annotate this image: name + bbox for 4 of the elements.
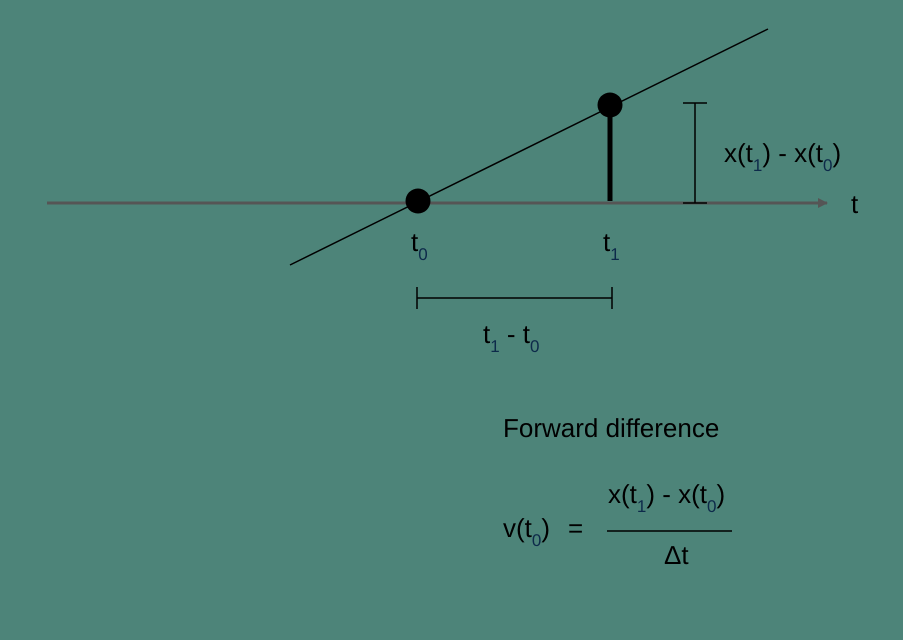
- equals-sign: =: [568, 513, 584, 543]
- formula-heading: Forward difference: [503, 413, 720, 443]
- axis-label: t: [851, 189, 858, 219]
- denominator: Δt: [664, 540, 689, 570]
